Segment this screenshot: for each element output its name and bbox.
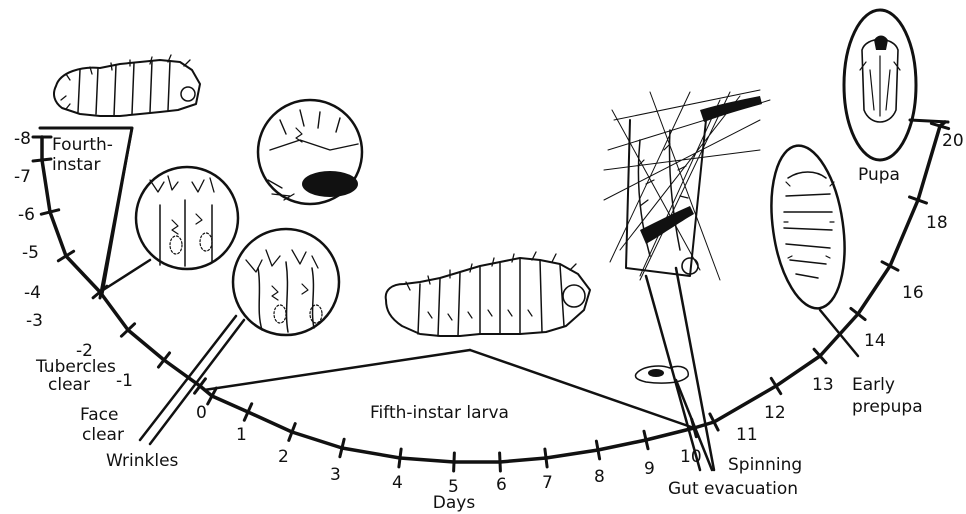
tick-mark xyxy=(644,431,648,449)
tick-label: -3 xyxy=(26,311,43,331)
tick-label: 12 xyxy=(764,403,786,423)
callout-lines xyxy=(100,120,948,470)
tick-label: 16 xyxy=(902,283,924,303)
tick-mark xyxy=(454,453,455,471)
tick-label: 2 xyxy=(278,447,289,467)
tick-label: 13 xyxy=(812,375,834,395)
spinning-larva-illustration xyxy=(604,90,770,280)
tick-label: -6 xyxy=(18,205,35,225)
tick-label: 3 xyxy=(330,465,341,485)
label-face-line2: clear xyxy=(82,425,124,445)
tick-label: 14 xyxy=(864,331,886,351)
tick-label: 18 xyxy=(926,213,948,233)
tick-label: 8 xyxy=(594,467,605,487)
tick-label: -5 xyxy=(22,243,39,263)
fifth-instar-larva-illustration xyxy=(386,252,590,336)
tick-label: -7 xyxy=(14,167,31,187)
pupa-illustration xyxy=(844,10,916,160)
tick-label: 20 xyxy=(942,131,964,151)
label-wrinkles: Wrinkles xyxy=(106,451,179,471)
tissue-detail-circle-3 xyxy=(233,229,339,335)
label-gut-evacuation: Gut evacuation xyxy=(668,479,798,499)
tick-label: 11 xyxy=(736,425,758,445)
fourth-instar-larva-illustration xyxy=(54,55,200,116)
tick-label: -4 xyxy=(24,283,41,303)
tick-mark xyxy=(33,159,51,161)
tissue-detail-circle-1 xyxy=(136,167,238,269)
label-face-line1: Face xyxy=(80,405,118,425)
label-fourth-instar-line1: Fourth- xyxy=(52,135,113,155)
tick-mark xyxy=(340,439,344,457)
callout-line xyxy=(676,268,714,470)
pupa-marker-line xyxy=(910,120,948,122)
tick-mark xyxy=(500,453,501,471)
tick-label: -1 xyxy=(116,371,133,391)
early-prepupa-illustration xyxy=(762,141,854,313)
tick-label: 4 xyxy=(392,473,403,493)
tick-label: 6 xyxy=(496,475,507,495)
label-fourth-instar-line2: instar xyxy=(52,155,100,175)
callout-line xyxy=(150,320,244,444)
label-early-prepupa-line1: Early xyxy=(852,375,895,395)
label-spinning: Spinning xyxy=(728,455,802,475)
label-tubercles-line2: clear xyxy=(48,375,90,395)
tick-label: 0 xyxy=(196,403,207,423)
tick-label: 10 xyxy=(680,447,702,467)
label-pupa: Pupa xyxy=(858,165,900,185)
gut-evacuation-droplet xyxy=(635,366,688,383)
label-fifth-instar: Fifth-instar larva xyxy=(370,403,509,423)
tick-mark xyxy=(545,449,547,467)
callout-line xyxy=(140,316,236,440)
callout-line xyxy=(204,350,470,390)
tick-label: 7 xyxy=(542,473,553,493)
tick-label: 9 xyxy=(644,459,655,479)
tick-mark xyxy=(41,210,58,214)
tick-mark xyxy=(399,449,401,467)
tick-label: 5 xyxy=(448,477,459,497)
tick-label: -2 xyxy=(76,341,93,361)
tick-mark xyxy=(596,441,599,459)
tick-label: 1 xyxy=(236,425,247,445)
label-early-prepupa-line2: prepupa xyxy=(852,397,923,417)
tissue-detail-circle-2 xyxy=(258,100,362,204)
tick-label: -8 xyxy=(14,129,31,149)
